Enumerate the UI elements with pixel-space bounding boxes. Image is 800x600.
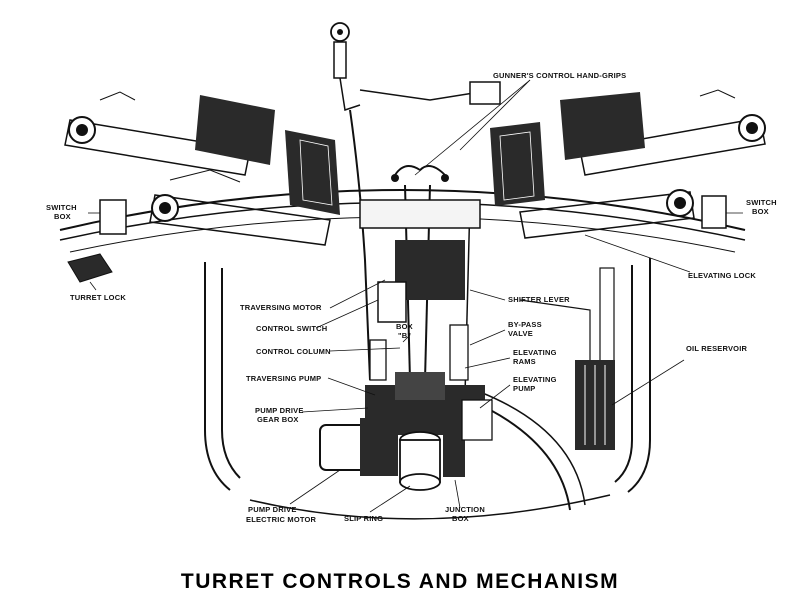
gunner-sight xyxy=(330,22,501,182)
label-switch-box-left-1: SWITCH xyxy=(46,203,77,212)
label-elevating-rams-1: ELEVATING xyxy=(513,348,557,357)
label-bypass-valve-2: VALVE xyxy=(508,329,533,338)
label-junction-box-1: JUNCTION xyxy=(445,505,485,514)
left-gun xyxy=(64,91,340,246)
label-pump-drive-electric-motor-1: PUMP DRIVE xyxy=(248,505,297,514)
label-elevating-rams-2: RAMS xyxy=(513,357,536,366)
label-pump-drive-gear-box-2: GEAR BOX xyxy=(257,415,299,424)
control-column xyxy=(349,109,481,396)
label-box-b-2: "B" xyxy=(398,331,411,340)
label-shifter-lever: SHIFTER LEVER xyxy=(508,295,570,304)
label-turret-lock: TURRET LOCK xyxy=(70,293,126,302)
label-traversing-motor: TRAVERSING MOTOR xyxy=(240,303,322,312)
label-control-column: CONTROL COLUMN xyxy=(256,347,331,356)
label-box-b-1: BOX xyxy=(396,322,413,331)
label-switch-box-right-2: BOX xyxy=(752,207,769,216)
label-switch-box-left-2: BOX xyxy=(54,212,71,221)
turret-lock xyxy=(67,253,113,283)
leader-lines xyxy=(88,79,743,513)
label-elevating-pump-1: ELEVATING xyxy=(513,375,557,384)
label-gunners-control-hand-grips: GUNNER'S CONTROL HAND-GRIPS xyxy=(493,71,626,80)
label-elevating-pump-2: PUMP xyxy=(513,384,535,393)
label-elevating-lock: ELEVATING LOCK xyxy=(688,271,756,280)
label-pump-drive-gear-box-1: PUMP DRIVE xyxy=(255,406,304,415)
pump-assembly xyxy=(319,372,493,491)
oil-reservoir xyxy=(519,299,615,450)
label-traversing-pump: TRAVERSING PUMP xyxy=(246,374,321,383)
right-gun xyxy=(490,89,766,239)
label-switch-box-right-1: SWITCH xyxy=(746,198,777,207)
switch-box-left xyxy=(99,199,127,235)
diagram-title: TURRET CONTROLS AND MECHANISM xyxy=(181,570,619,593)
label-bypass-valve-1: BY-PASS xyxy=(508,320,542,329)
label-pump-drive-electric-motor-2: ELECTRIC MOTOR xyxy=(246,515,317,524)
switch-box-right xyxy=(701,195,727,229)
label-slip-ring: SLIP RING xyxy=(344,514,383,523)
label-oil-reservoir: OIL RESERVOIR xyxy=(686,344,747,353)
label-junction-box-2: BOX xyxy=(452,514,469,523)
label-control-switch: CONTROL SWITCH xyxy=(256,324,327,333)
